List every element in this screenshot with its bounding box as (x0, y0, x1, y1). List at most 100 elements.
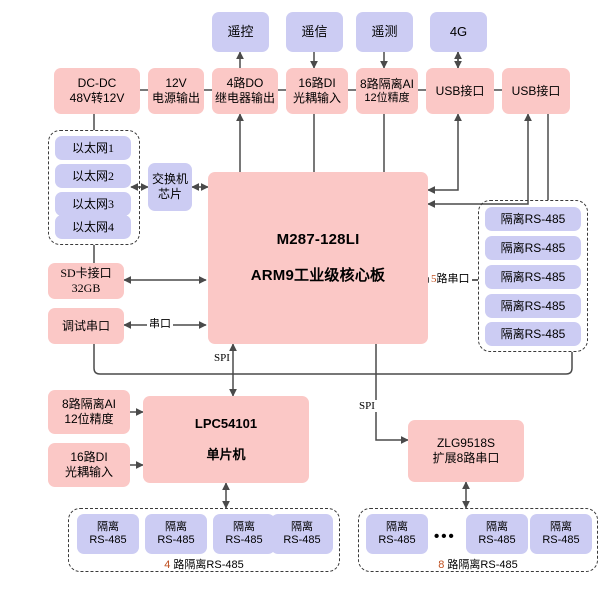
uart-expander-zlg9518s[interactable]: ZLG9518S 扩展8路串口 (408, 420, 524, 482)
wire-label-spi-core-expander: SPI (357, 400, 377, 412)
bottom-left-isolated-rs485-3[interactable]: 隔离 RS-485 (213, 514, 275, 554)
mcu-model: LPC54101 (194, 416, 258, 432)
bottom-left-isolated-rs485-1[interactable]: 隔离 RS-485 (77, 514, 139, 554)
node-label: 遥控 (227, 24, 254, 40)
core-board-desc: ARM9工业级核心板 (250, 266, 386, 284)
node-label: 以太网1 (71, 140, 114, 155)
right-isolated-rs485-2[interactable]: 隔离RS-485 (485, 236, 581, 260)
node-label-line1: 隔离 (486, 520, 508, 533)
bottom-right-ellipsis: ••• (434, 528, 456, 545)
mcu-input-16ch-di[interactable]: 16路DI 光耦输入 (48, 443, 130, 487)
node-label-line2: RS-485 (378, 534, 416, 546)
io-usb-port-2[interactable]: USB接口 (502, 68, 570, 114)
node-label-line2: RS-485 (478, 534, 516, 546)
right-isolated-rs485-1[interactable]: 隔离RS-485 (485, 207, 581, 231)
node-label-line1: 隔离 (550, 520, 572, 533)
node-label-line1: 隔离 (386, 520, 408, 533)
node-label: 遥测 (371, 24, 398, 40)
mcu-board-lpc54101[interactable]: LPC54101 单片机 (143, 396, 309, 483)
bottom-right-rs485-group-boundary (358, 508, 598, 572)
core-board-m287[interactable]: M287-128LI ARM9工业级核心板 (208, 172, 428, 344)
bottom-right-isolated-rs485-3[interactable]: 隔离 RS-485 (530, 514, 592, 554)
node-label-line2: 48V转12V (69, 91, 125, 105)
node-label-line1: 4路DO (226, 76, 264, 91)
node-label-line1: 交换机 (151, 172, 188, 187)
top-interface-yaokong[interactable]: 遥控 (212, 12, 269, 52)
node-label-line2: RS-485 (225, 534, 263, 546)
bottom-left-isolated-rs485-2[interactable]: 隔离 RS-485 (145, 514, 207, 554)
node-label-line2: 扩展8路串口 (432, 451, 500, 465)
group-caption-text: 路隔离RS-485 (170, 559, 244, 571)
node-label-line1: 16路DI (70, 450, 108, 465)
wire-label-serial: 串口 (147, 315, 173, 331)
node-label: 隔离RS-485 (500, 326, 566, 341)
ethernet-port-4[interactable]: 以太网4 (55, 215, 131, 239)
node-label-line2: 12位精度 (64, 412, 114, 426)
bottom-right-isolated-rs485-1[interactable]: 隔离 RS-485 (366, 514, 428, 554)
node-label-line2: 继电器输出 (214, 91, 275, 105)
node-label: 遥信 (301, 24, 328, 40)
io-8ch-isolated-ai[interactable]: 8路隔离AI 12位精度 (356, 68, 418, 114)
group-caption-count: 8 (438, 559, 445, 571)
node-label: 隔离RS-485 (500, 240, 566, 255)
bottom-right-isolated-rs485-2[interactable]: 隔离 RS-485 (466, 514, 528, 554)
node-label-line2: RS-485 (157, 534, 195, 546)
node-label-line1: 8路隔离AI (61, 397, 116, 412)
node-label-line2: 光耦输入 (64, 465, 113, 479)
node-label: 以太网3 (71, 196, 114, 211)
node-label-line1: USB接口 (511, 83, 561, 98)
node-label-line2: RS-485 (542, 534, 580, 546)
node-label-line2: 电源输出 (151, 91, 200, 105)
io-12v-power-output[interactable]: 12V 电源输出 (148, 68, 204, 114)
right-isolated-rs485-4[interactable]: 隔离RS-485 (485, 294, 581, 318)
top-interface-4g[interactable]: 4G (430, 12, 487, 52)
node-label-line1: USB接口 (435, 83, 485, 98)
io-4ch-do-relay-output[interactable]: 4路DO 继电器输出 (212, 68, 278, 114)
core-board-model: M287-128LI (276, 231, 360, 249)
group-caption-count: 4 (164, 559, 171, 571)
wire-label-5way-serial: 5路串口 (429, 270, 472, 286)
node-label: 隔离RS-485 (500, 298, 566, 313)
wire-label-count: 5 (431, 273, 437, 285)
node-label-line1: ZLG9518S (436, 436, 496, 451)
wire-label-spi-core-mcu: SPI (212, 352, 232, 364)
bottom-right-group-caption: 8 路隔离RS-485 (358, 556, 598, 572)
node-label-line2: RS-485 (283, 534, 321, 546)
node-label-line2: 12位精度 (364, 91, 410, 104)
node-label-line1: 调试串口 (61, 318, 110, 333)
right-isolated-rs485-5[interactable]: 隔离RS-485 (485, 322, 581, 346)
io-dcdc-converter[interactable]: DC-DC 48V转12V (54, 68, 140, 114)
top-interface-yaoxin[interactable]: 遥信 (286, 12, 343, 52)
top-interface-yaoce[interactable]: 遥测 (356, 12, 413, 52)
node-label: 4G (449, 24, 468, 40)
node-label-line2: RS-485 (89, 534, 127, 546)
node-label-line1: 隔离 (97, 520, 119, 533)
node-label-line1: 隔离 (165, 520, 187, 533)
node-label-line1: 12V (165, 76, 187, 91)
ethernet-port-1[interactable]: 以太网1 (55, 136, 131, 160)
sd-card-slot[interactable]: SD卡接口 32GB (48, 263, 124, 299)
io-16ch-di-optocoupler-input[interactable]: 16路DI 光耦输入 (286, 68, 348, 114)
wire-label-text: 路串口 (436, 273, 470, 285)
ethernet-port-2[interactable]: 以太网2 (55, 164, 131, 188)
node-label: 隔离RS-485 (500, 269, 566, 284)
bottom-left-isolated-rs485-4[interactable]: 隔离 RS-485 (271, 514, 333, 554)
node-label-line1: 隔离 (233, 520, 255, 533)
switch-chip[interactable]: 交换机 芯片 (148, 163, 192, 211)
node-label-line1: 隔离 (291, 520, 313, 533)
io-usb-port-1[interactable]: USB接口 (426, 68, 494, 114)
group-caption-text: 路隔离RS-485 (444, 559, 518, 571)
bottom-left-group-caption: 4 路隔离RS-485 (68, 556, 340, 572)
ethernet-port-3[interactable]: 以太网3 (55, 192, 131, 216)
mcu-input-8ch-isolated-ai[interactable]: 8路隔离AI 12位精度 (48, 390, 130, 434)
node-label: 隔离RS-485 (500, 211, 566, 226)
node-label: 以太网4 (71, 219, 114, 234)
node-label-line2: 光耦输入 (292, 91, 341, 105)
debug-serial-port[interactable]: 调试串口 (48, 308, 124, 344)
node-label-line2: 芯片 (157, 187, 182, 201)
node-label-line1: 16路DI (298, 76, 336, 91)
right-isolated-rs485-3[interactable]: 隔离RS-485 (485, 265, 581, 289)
node-label-line1: DC-DC (77, 76, 117, 91)
node-label-line1: SD卡接口 (60, 266, 112, 281)
